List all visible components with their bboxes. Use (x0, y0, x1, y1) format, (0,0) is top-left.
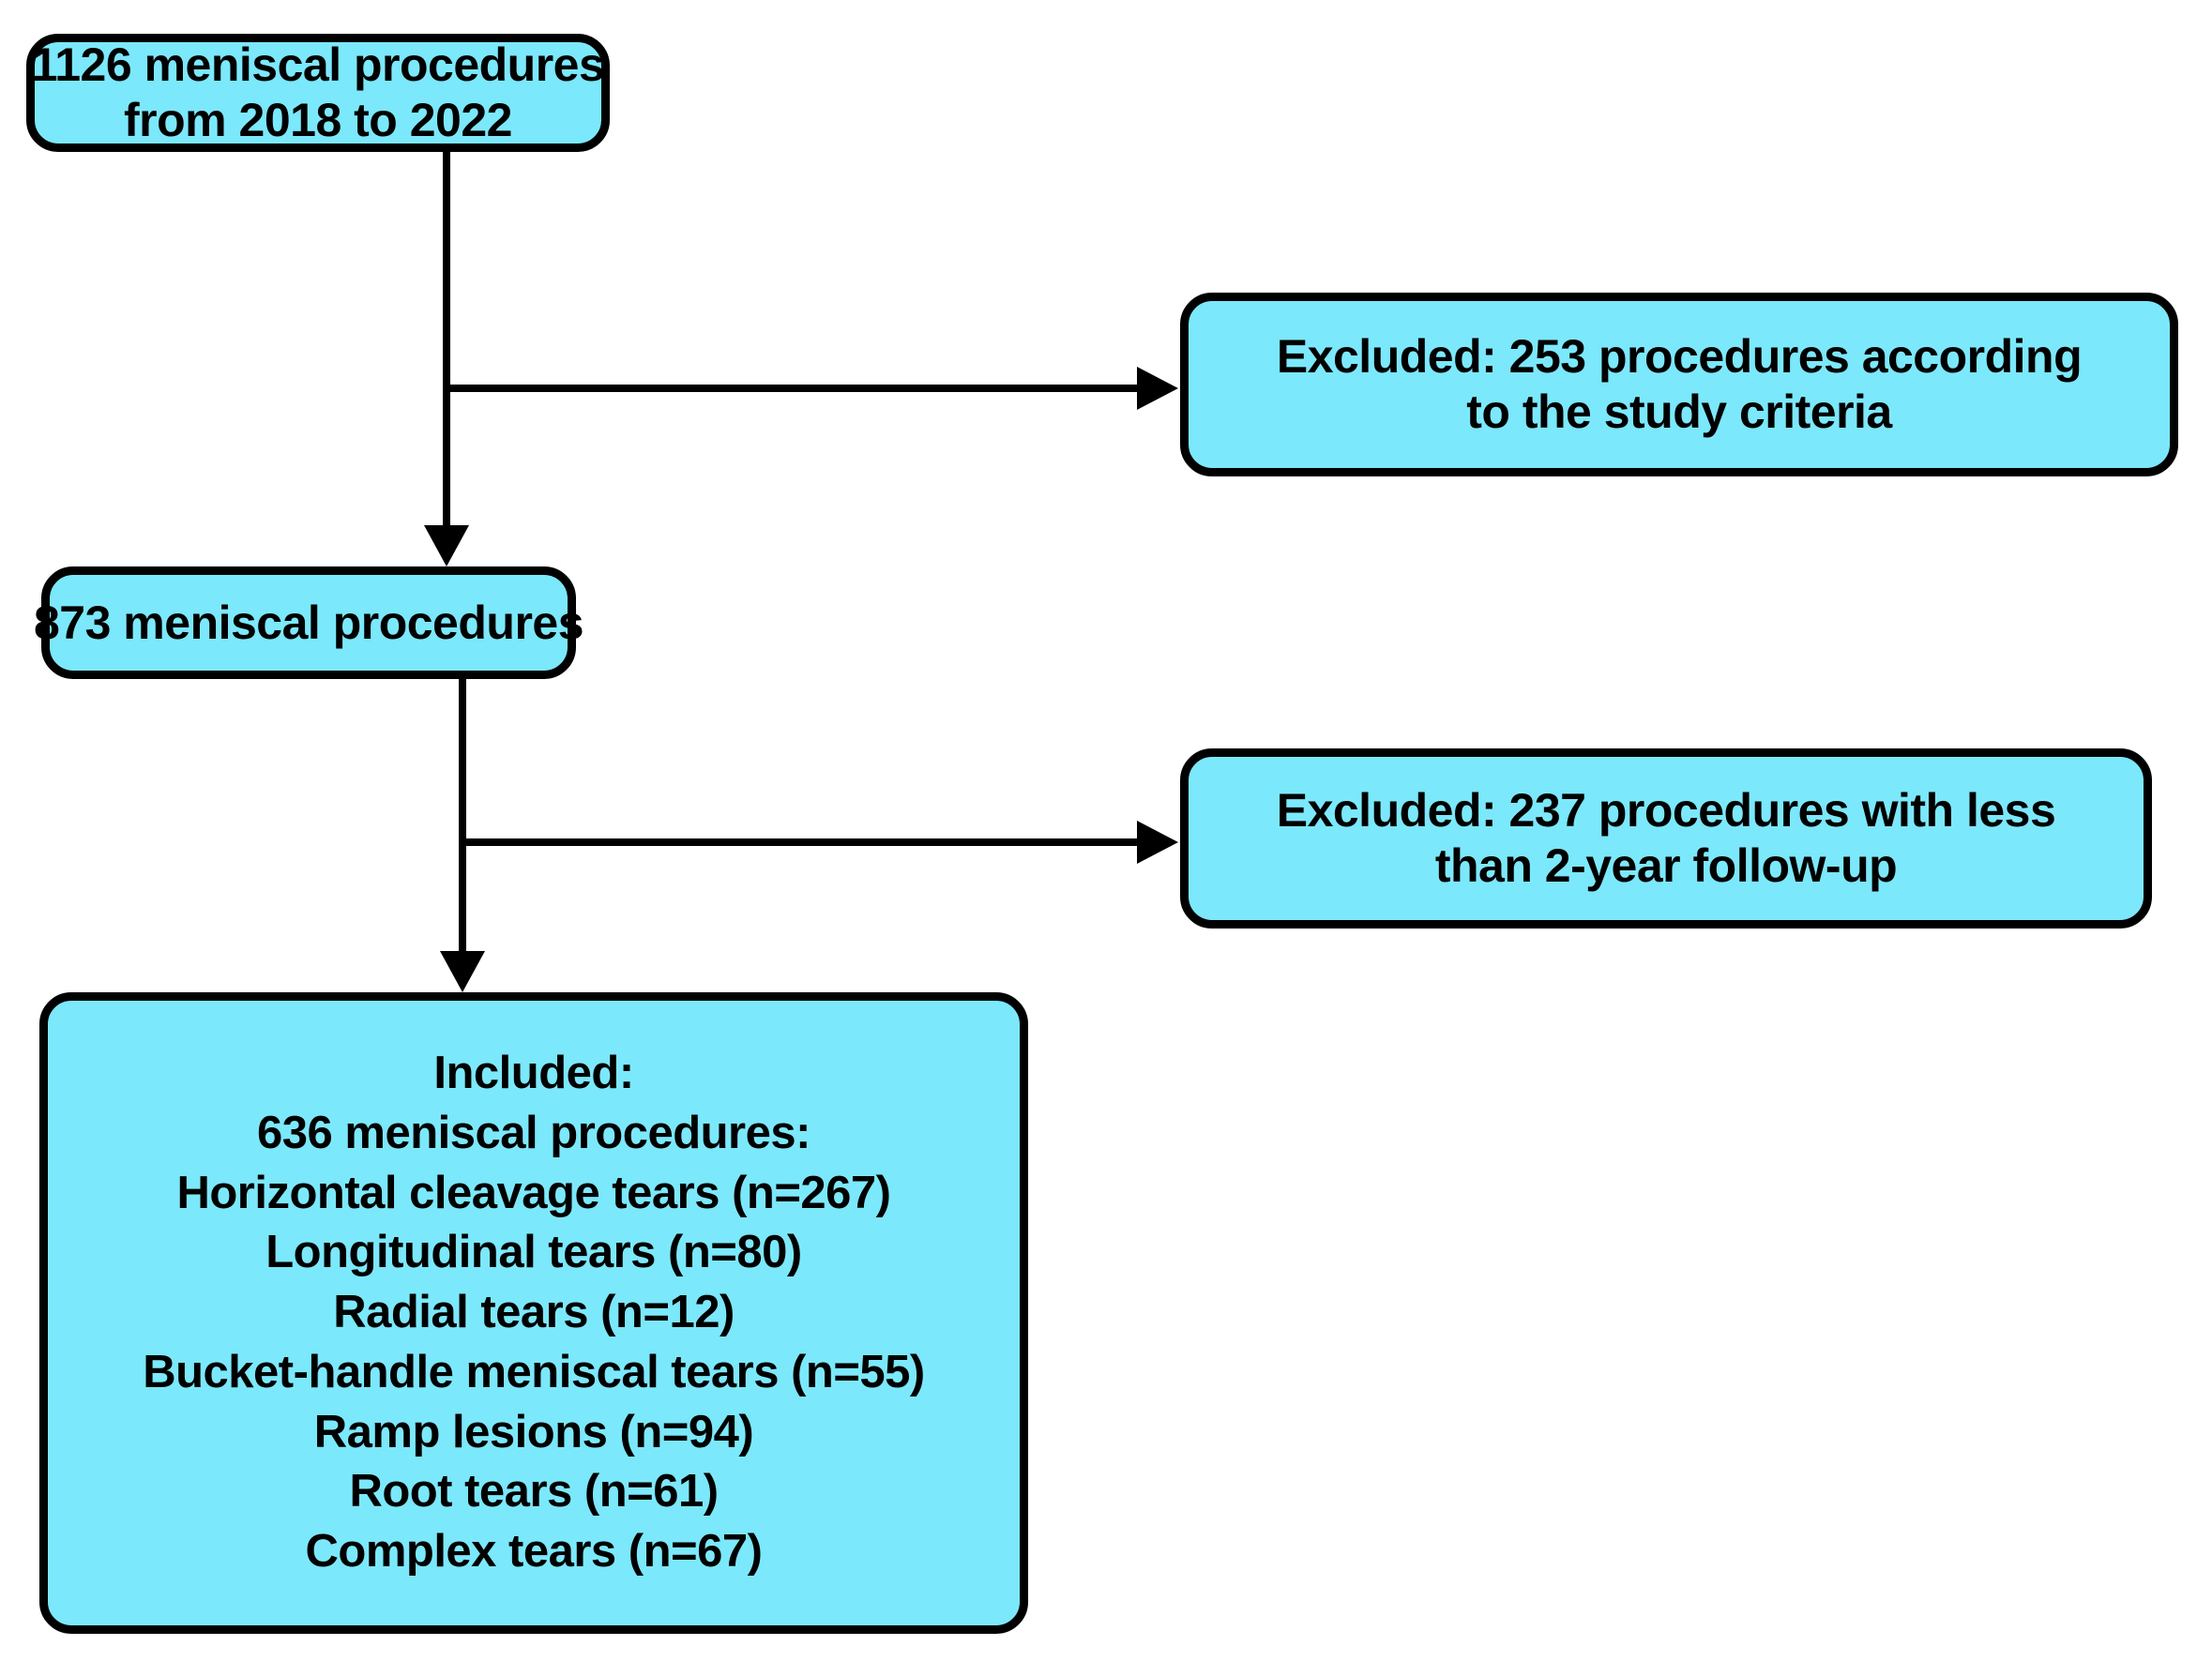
node-excluded-criteria[interactable]: Excluded: 253 procedures according to th… (1180, 293, 2178, 476)
node-source-cohort[interactable]: 1126 meniscal procedures from 2018 to 20… (26, 34, 610, 152)
node-included-item-complex: Complex tears (n=67) (305, 1525, 764, 1577)
node-excluded-followup-line-2: than 2-year follow-up (1434, 839, 1898, 892)
node-source-line-1: 1126 meniscal procedures (31, 38, 605, 91)
node-excluded-followup[interactable]: Excluded: 237 procedures with less than … (1180, 748, 2152, 929)
node-included-heading: Included: (433, 1048, 634, 1099)
edge-source-to-eligible (424, 152, 469, 566)
node-included-item-ramp: Ramp lesions (n=94) (313, 1406, 754, 1457)
node-eligible-cohort[interactable]: 873 meniscal procedures (34, 566, 584, 679)
edge-eligible-to-excluded-followup (462, 821, 1178, 864)
edge-eligible-to-included (440, 679, 485, 992)
node-source-line-2: from 2018 to 2022 (124, 94, 512, 146)
node-included-cohort[interactable]: Included: 636 meniscal procedures: Horiz… (39, 992, 1028, 1634)
node-included-item-bucket-handle: Bucket-handle meniscal tears (n=55) (143, 1346, 925, 1397)
edge-source-to-excluded-criteria (447, 367, 1178, 410)
node-included-total: 636 meniscal procedures: (257, 1108, 811, 1159)
node-excluded-criteria-line-2: to the study criteria (1466, 385, 1892, 438)
node-included-item-radial: Radial tears (n=12) (333, 1287, 735, 1338)
node-excluded-followup-line-1: Excluded: 237 procedures with less (1276, 784, 2056, 837)
node-included-item-horizontal: Horizontal cleavage tears (n=267) (176, 1167, 891, 1218)
node-excluded-criteria-line-1: Excluded: 253 procedures according (1276, 330, 2083, 383)
node-included-item-root: Root tears (n=61) (349, 1466, 719, 1517)
node-eligible-line-1: 873 meniscal procedures (33, 596, 584, 649)
node-included-item-longitudinal: Longitudinal tears (n=80) (265, 1227, 802, 1278)
